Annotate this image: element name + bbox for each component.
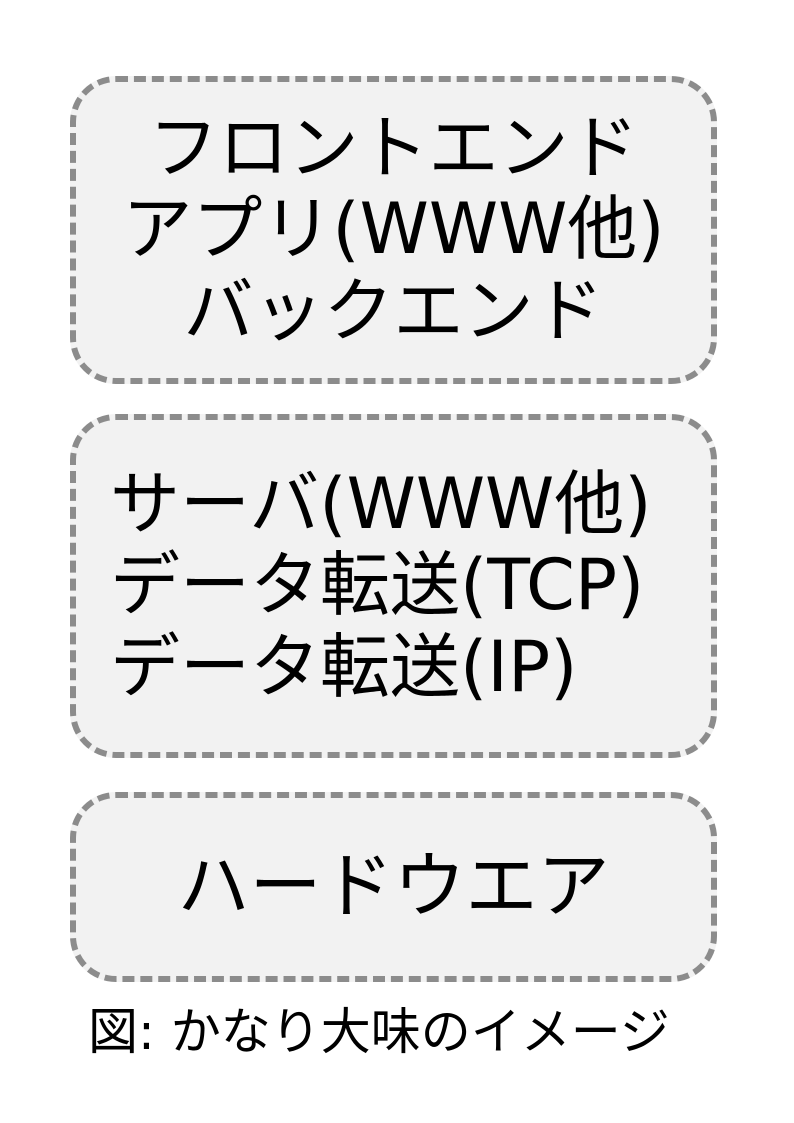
layer-line-hardware: ハードウエア [177,844,610,929]
layer-line-app: アプリ(WWW他) [122,188,665,271]
figure-caption: 図: かなり大味のイメージ [88,1003,670,1061]
server-transport-layer-box: サーバ(WWW他) データ転送(TCP) データ転送(IP) [70,414,717,758]
application-layer-box: フロントエンド アプリ(WWW他) バックエンド [70,76,717,384]
layer-line-server: サーバ(WWW他) [110,463,652,546]
layer-line-backend: バックエンド [183,269,604,352]
layer-line-ip: データ転送(IP) [110,625,578,708]
layer-line-frontend: フロントエンド [148,107,639,190]
layer-line-tcp: データ転送(TCP) [110,544,645,627]
hardware-layer-box: ハードウエア [70,792,717,982]
